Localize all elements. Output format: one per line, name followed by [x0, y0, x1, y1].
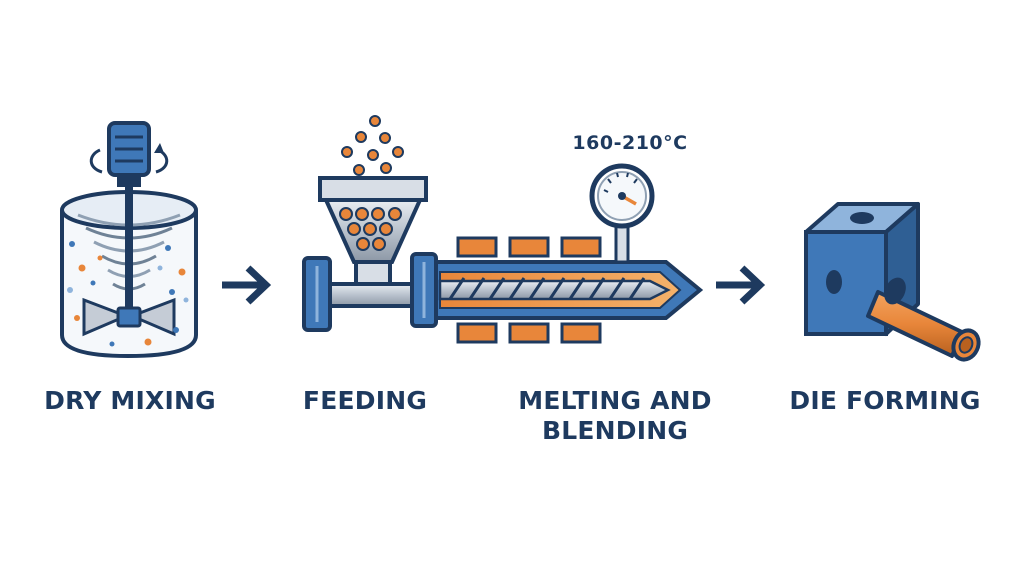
thermometer-gauge-icon [589, 163, 655, 264]
hopper-icon [302, 115, 428, 332]
arrow-right-icon [222, 265, 272, 305]
mixer-icon [60, 121, 198, 359]
arrow-right-icon [716, 265, 766, 305]
extruder-icon [410, 236, 704, 344]
step-label-melting-line1: MELTING AND [518, 386, 712, 415]
die-block-icon [804, 202, 981, 362]
step-label-dry-mixing: DRY MIXING [44, 386, 216, 415]
step-label-feeding: FEEDING [302, 386, 428, 415]
step-label-melting-line2: BLENDING [541, 416, 689, 445]
step-label-melting-and-blending: MELTING AND BLENDING [480, 386, 750, 446]
temperature-label: 160-210°C [572, 132, 688, 154]
step-label-die-forming: DIE FORMING [789, 386, 981, 415]
